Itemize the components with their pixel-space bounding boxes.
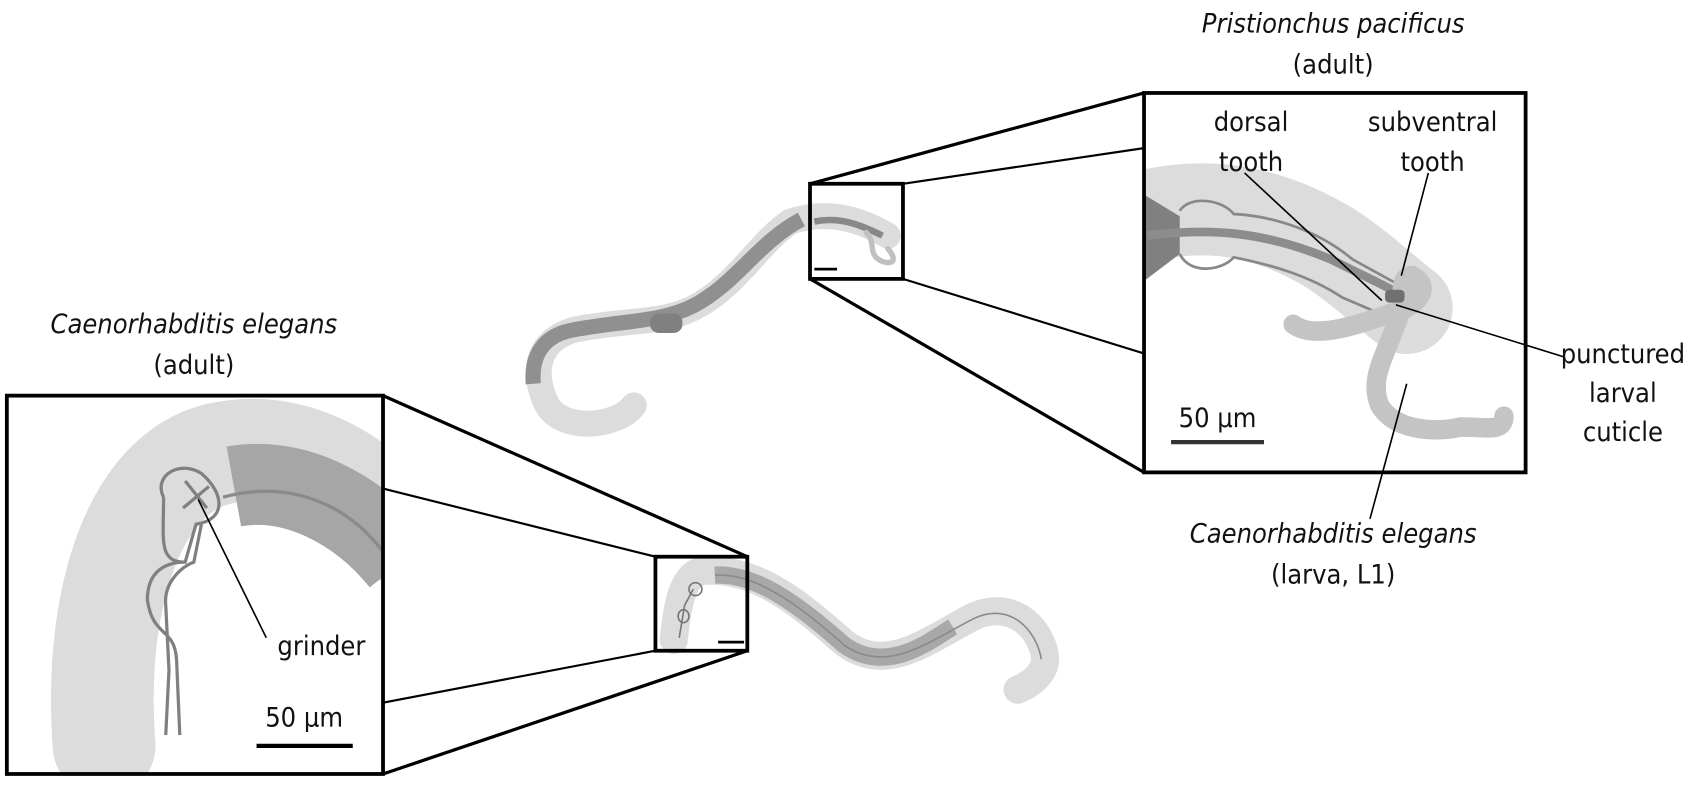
dorsal-tooth-label: tooth [1219,147,1283,178]
dorsal-tooth-leader [1244,172,1383,302]
larva-stage-label: (larva, L1) [1271,560,1395,591]
p-pacificus-title: Pristionchus pacificus [1202,8,1465,39]
punctured-cuticle-leader [1395,304,1564,358]
p-pacificus-inset [1144,163,1514,440]
zoom-lines [382,91,1145,776]
dorsal-label: dorsal [1214,107,1289,138]
cuticle-label: cuticle [1583,417,1663,448]
c-elegans-adult-stage: (adult) [153,350,234,381]
grinder-leader-line [197,499,268,639]
c-elegans-inset-frame [4,393,385,776]
c-elegans-adult-worm [659,556,1060,704]
c-elegans-zoom-region [653,554,750,653]
p-pacificus-inset-frame [1142,91,1528,475]
subventral-tooth-label: tooth [1401,147,1465,178]
p-pacificus-adult-worm [525,203,901,437]
c-elegans-adult-title: Caenorhabditis elegans [50,309,337,340]
subventral-label: subventral [1368,107,1497,138]
subventral-tooth-leader [1400,172,1430,276]
right-scale-bar-label: 50 μm [1179,403,1257,434]
p-pacificus-zoom-region [808,181,905,281]
left-scale-bar-label: 50 μm [265,702,343,733]
c-elegans-inset [51,399,384,774]
larval-label: larval [1589,378,1657,409]
p-pacificus-stage: (adult) [1293,50,1374,81]
larva-leader [1369,383,1408,520]
punctured-label: punctured [1561,339,1685,370]
larva-species-label: Caenorhabditis elegans [1190,519,1477,550]
grinder-label: grinder [277,631,365,662]
